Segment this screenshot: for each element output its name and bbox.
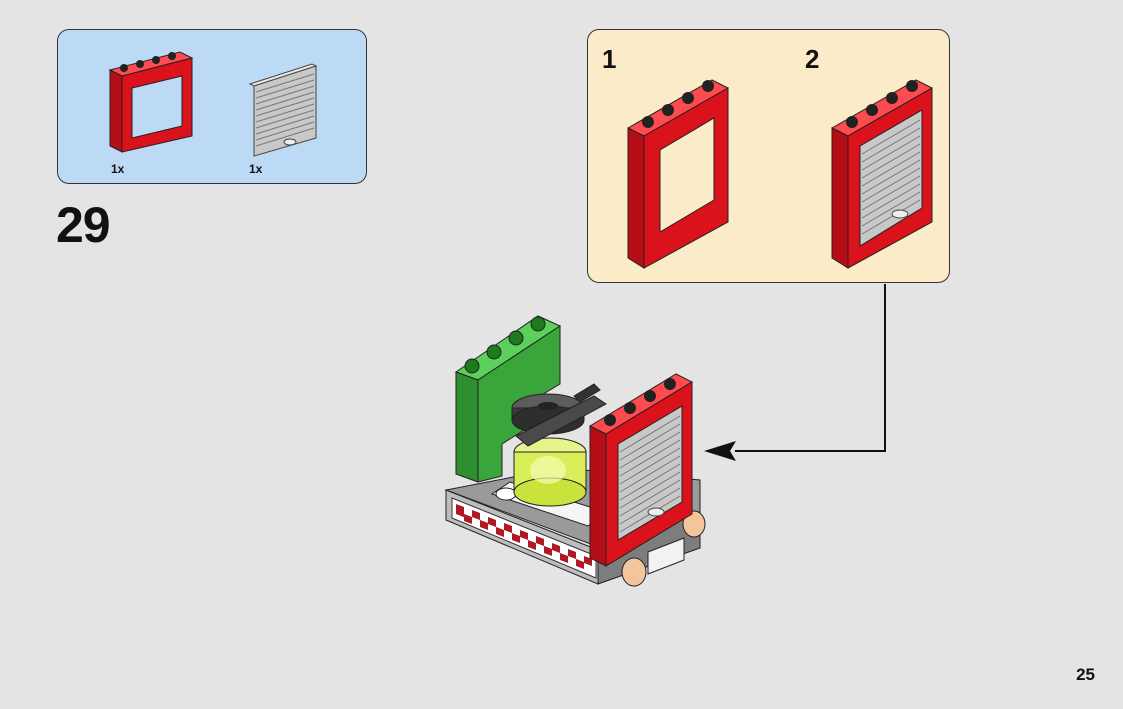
model-assembly [444, 315, 706, 587]
gray-shutter-panel-icon [248, 63, 318, 157]
page-number: 25 [1076, 665, 1095, 684]
part-qty-shutter: 1x [249, 162, 263, 176]
red-window-frame-icon [108, 51, 194, 153]
assembly-arrow [704, 284, 886, 461]
substep-2-label: 2 [805, 44, 820, 74]
step-number: 29 [56, 197, 111, 253]
frame-with-shutter-icon [830, 79, 934, 269]
substep-1-label: 1 [602, 44, 617, 74]
red-window-frame-icon [626, 79, 730, 269]
part-qty-frame: 1x [111, 162, 125, 176]
